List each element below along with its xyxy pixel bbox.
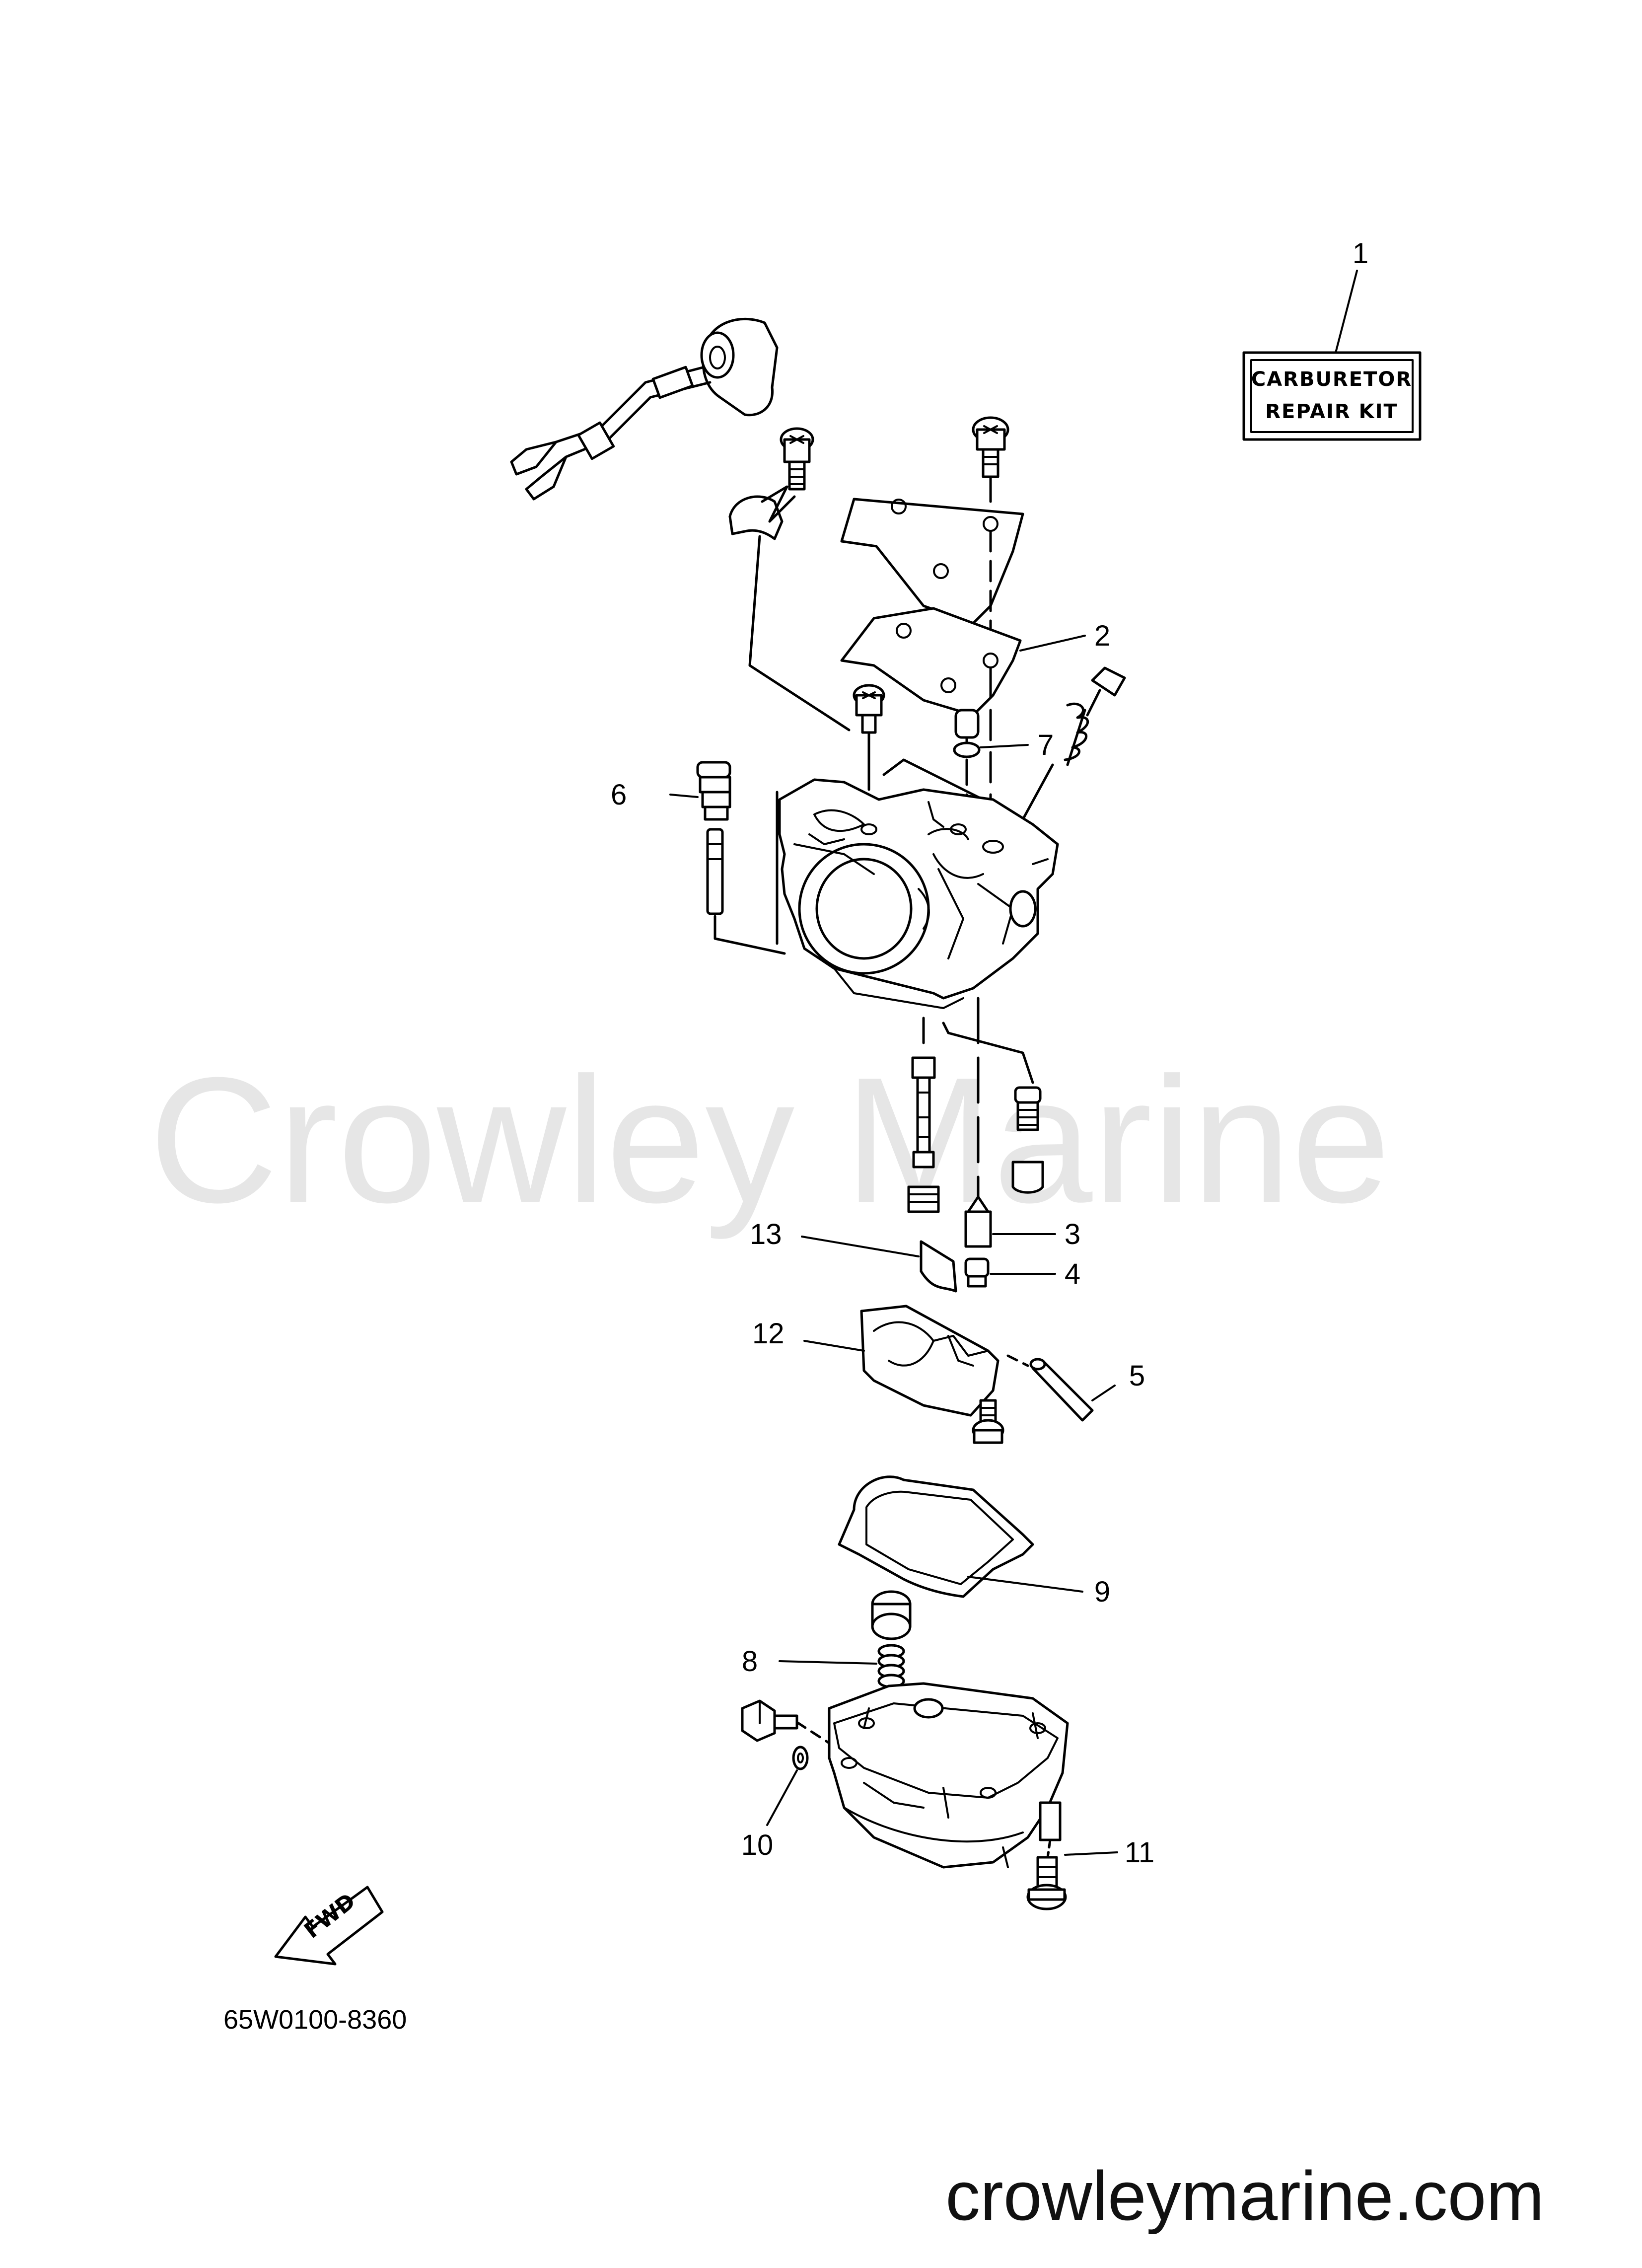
- callout-3[interactable]: 3: [1065, 1218, 1080, 1250]
- drain-cap: [871, 1590, 912, 1640]
- float-pin-5: 5: [1006, 1354, 1145, 1422]
- carburetor-body: [778, 778, 1059, 1009]
- spring-8: 8: [742, 1644, 905, 1688]
- gasket-9: 9: [838, 1475, 1110, 1608]
- kit-label-line2: REPAIR KIT: [1265, 400, 1398, 423]
- float-12: 12: [752, 1305, 999, 1417]
- main-nozzle-6: 6: [611, 761, 786, 955]
- callout-5[interactable]: 5: [1129, 1360, 1145, 1392]
- callout-11[interactable]: 11: [1125, 1836, 1154, 1869]
- callout-9[interactable]: 9: [1094, 1576, 1110, 1608]
- callout-2[interactable]: 2: [1094, 620, 1110, 652]
- screw-11: 11: [1026, 1836, 1154, 1910]
- throttle-bracket: [728, 485, 851, 732]
- gasket-2: 2: [840, 607, 1110, 858]
- kit-label-line1: CARBURETOR: [1251, 368, 1412, 391]
- valve-seat-4: 4: [964, 1257, 1080, 1290]
- pilot-jet: [1011, 1086, 1044, 1194]
- callout-6[interactable]: 6: [611, 779, 627, 811]
- needle-valve-3: 3: [964, 1195, 1080, 1250]
- drain-screw: [741, 1699, 831, 1745]
- choke-cable-assembly: [510, 317, 779, 501]
- callout-8[interactable]: 8: [742, 1645, 758, 1678]
- site-url[interactable]: crowleymarine.com: [945, 2157, 1544, 2235]
- pilot-screw-spring: [882, 666, 1126, 821]
- main-jet: [907, 1056, 940, 1213]
- callout-13[interactable]: 13: [750, 1218, 782, 1250]
- screw-mid: [853, 684, 885, 791]
- repair-kit-label: CARBURETOR REPAIR KIT 1: [1242, 237, 1422, 441]
- callout-10[interactable]: 10: [741, 1829, 774, 1861]
- fwd-arrow-icon: FWD: [274, 1886, 384, 1966]
- watermark-text: Crowley Marine: [149, 1040, 1391, 1241]
- clip-13: 13: [750, 1218, 957, 1293]
- callout-7[interactable]: 7: [1038, 729, 1054, 761]
- callout-1[interactable]: 1: [1353, 237, 1368, 270]
- washer-10: 10: [741, 1746, 809, 1861]
- callout-12[interactable]: 12: [752, 1317, 785, 1350]
- screw-top-left: [780, 427, 814, 491]
- callout-4[interactable]: 4: [1065, 1258, 1080, 1290]
- plug: [954, 709, 980, 744]
- float-screw: [972, 1399, 1004, 1444]
- figure-code: 65W0100-8360: [223, 2005, 407, 2035]
- screw-top-right: [972, 416, 1009, 503]
- float-chamber: [828, 1682, 1069, 1869]
